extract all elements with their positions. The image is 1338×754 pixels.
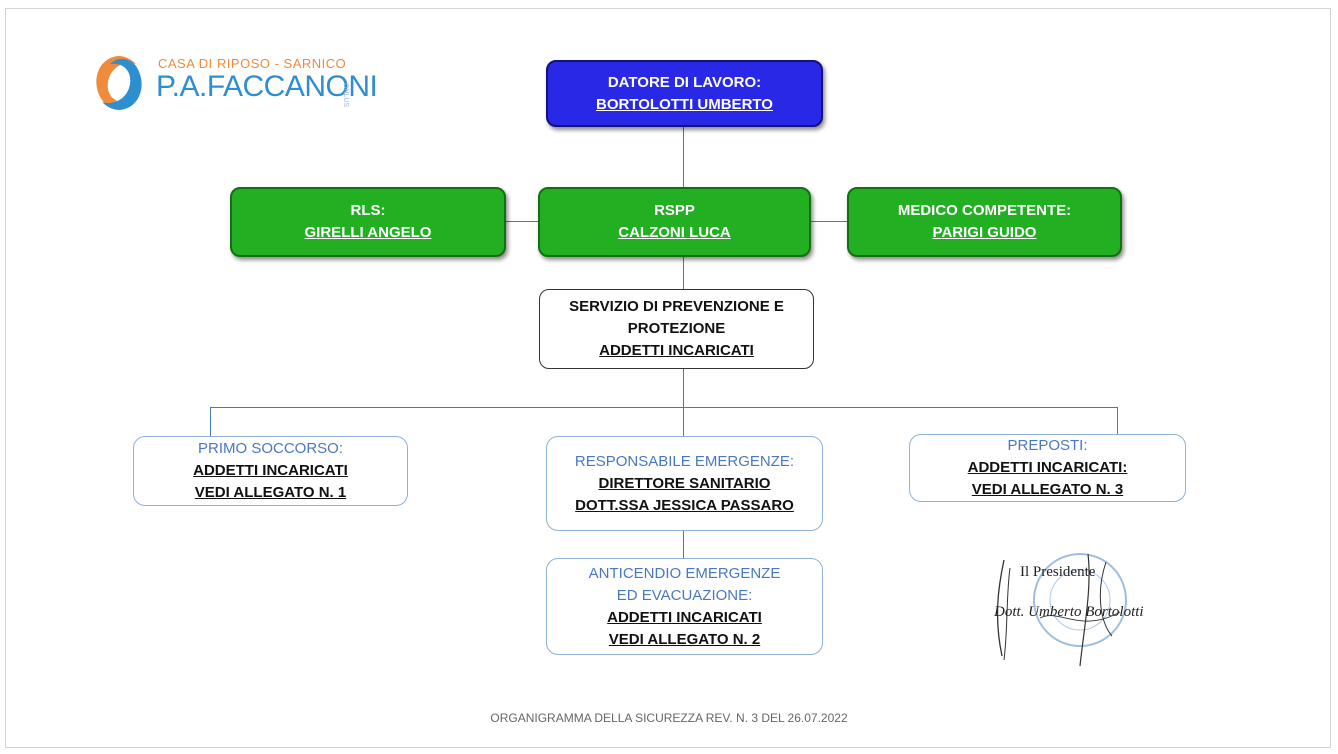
logo: CASA DI RIPOSO - SARNICO P.A.FACCANONI O… bbox=[88, 48, 378, 118]
connector-emergenze-anticendio bbox=[683, 531, 684, 558]
node-emergenze-title: RESPONSABILE EMERGENZE: bbox=[574, 452, 795, 470]
node-servizio-prevenzione: SERVIZIO DI PREVENZIONE E PROTEZIONE ADD… bbox=[539, 289, 814, 369]
logo-swirl-icon bbox=[96, 56, 142, 110]
connector-servizio-down bbox=[683, 369, 684, 437]
node-datore-di-lavoro: DATORE DI LAVORO: BORTOLOTTI UMBERTO bbox=[546, 60, 823, 127]
footer-caption: ORGANIGRAMMA DELLA SICUREZZA REV. N. 3 D… bbox=[490, 711, 848, 725]
node-anticendio-line2: VEDI ALLEGATO N. 2 bbox=[608, 630, 761, 648]
node-responsabile-emergenze: RESPONSABILE EMERGENZE: DIRETTORE SANITA… bbox=[546, 436, 823, 531]
node-medico-title: MEDICO COMPETENTE: bbox=[897, 202, 1072, 219]
node-anticendio-line1: ADDETTI INCARICATI bbox=[607, 608, 762, 626]
node-servizio-sub: ADDETTI INCARICATI bbox=[599, 342, 754, 359]
node-rspp-name: CALZONI LUCA bbox=[618, 224, 731, 241]
node-datore-title: DATORE DI LAVORO: bbox=[607, 73, 762, 91]
node-servizio-line2: PROTEZIONE bbox=[627, 320, 726, 337]
node-primo-line2: VEDI ALLEGATO N. 1 bbox=[194, 484, 347, 501]
node-rls-title: RLS: bbox=[350, 202, 386, 219]
connector-rspp-servizio bbox=[683, 257, 684, 289]
connector-horizontal-bus bbox=[210, 407, 1118, 408]
node-rls: RLS: GIRELLI ANGELO bbox=[230, 187, 506, 257]
signature-name: Dott. Umberto Bortolotti bbox=[994, 604, 1144, 620]
node-medico-competente: MEDICO COMPETENTE: PARIGI GUIDO bbox=[847, 187, 1122, 257]
node-servizio-line1: SERVIZIO DI PREVENZIONE E bbox=[569, 298, 784, 315]
node-medico-name: PARIGI GUIDO bbox=[932, 224, 1037, 241]
node-preposti-title: PREPOSTI: bbox=[1007, 437, 1088, 454]
logo-subtitle: CASA DI RIPOSO - SARNICO bbox=[158, 56, 347, 71]
connector-top-vertical bbox=[683, 127, 684, 187]
connector-right-drop bbox=[1117, 407, 1118, 434]
connector-left-drop bbox=[210, 407, 211, 437]
node-preposti-line1: ADDETTI INCARICATI: bbox=[967, 459, 1128, 476]
logo-tag: ONLUS bbox=[342, 83, 349, 108]
connector-rls bbox=[506, 221, 538, 222]
signature-block: Il Presidente Dott. Umberto Bortolotti bbox=[980, 548, 1180, 670]
signature-title: Il Presidente bbox=[1020, 564, 1096, 580]
node-rspp: RSPP CALZONI LUCA bbox=[538, 187, 811, 257]
node-primo-line1: ADDETTI INCARICATI bbox=[193, 462, 348, 479]
node-primo-soccorso: PRIMO SOCCORSO: ADDETTI INCARICATI VEDI … bbox=[133, 436, 408, 506]
node-preposti-line2: VEDI ALLEGATO N. 3 bbox=[971, 481, 1124, 498]
node-rls-name: GIRELLI ANGELO bbox=[304, 224, 432, 241]
node-emergenze-line1: DIRETTORE SANITARIO bbox=[598, 474, 771, 492]
node-anticendio-title2: ED EVACUAZIONE: bbox=[616, 586, 753, 604]
node-emergenze-line2: DOTT.SSA JESSICA PASSARO bbox=[575, 496, 794, 514]
node-rspp-title: RSPP bbox=[654, 202, 695, 219]
logo-title: P.A.FACCANONI bbox=[156, 70, 378, 103]
node-datore-name: BORTOLOTTI UMBERTO bbox=[596, 95, 773, 113]
node-primo-title: PRIMO SOCCORSO: bbox=[197, 440, 343, 457]
node-preposti: PREPOSTI: ADDETTI INCARICATI: VEDI ALLEG… bbox=[909, 434, 1186, 502]
node-anticendio-title1: ANTICENDIO EMERGENZE bbox=[588, 564, 781, 582]
stamp-icon bbox=[996, 553, 1127, 667]
node-anticendio-emergenze: ANTICENDIO EMERGENZE ED EVACUAZIONE: ADD… bbox=[546, 558, 823, 655]
connector-medico bbox=[811, 221, 847, 222]
